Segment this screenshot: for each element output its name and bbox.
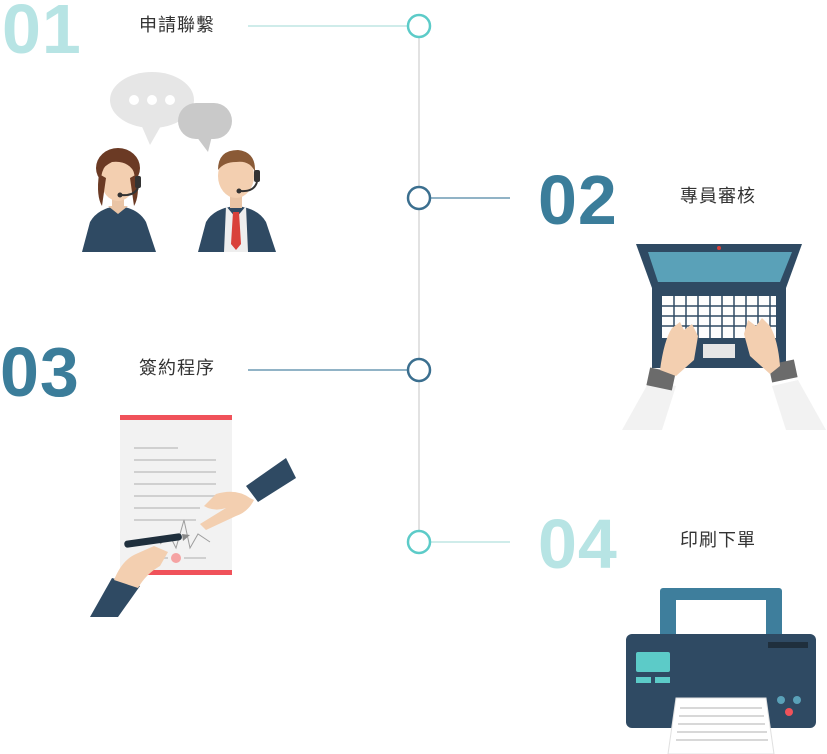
- speech-bubble-icon: [178, 103, 232, 152]
- step-number-03: 03: [0, 333, 80, 411]
- left-hand-icon: [622, 322, 698, 430]
- timeline-node-02: [406, 185, 432, 211]
- step-label-01: 申請聯繫: [139, 15, 215, 36]
- female-agent-icon: [82, 148, 156, 252]
- speech-bubble-icon: [110, 72, 194, 145]
- timeline-node-01: [406, 13, 432, 39]
- step-number-02: 02: [538, 161, 618, 239]
- step-label-02: 專員審核: [680, 186, 756, 207]
- right-hand-icon: [744, 318, 826, 430]
- step-number-01: 01: [2, 0, 82, 68]
- step-label-04: 印刷下單: [680, 530, 756, 551]
- pen-icon: [124, 533, 190, 548]
- timeline-node-03: [406, 357, 432, 383]
- pointing-hand-icon: [200, 458, 296, 530]
- timeline-node-04: [406, 529, 432, 555]
- signing-hand-icon: [90, 533, 190, 617]
- step-number-04: 04: [538, 505, 618, 583]
- step-label-03: 簽約程序: [139, 358, 215, 379]
- document-icon: [120, 415, 232, 575]
- printer-icon: [626, 588, 816, 754]
- male-agent-icon: [198, 150, 276, 252]
